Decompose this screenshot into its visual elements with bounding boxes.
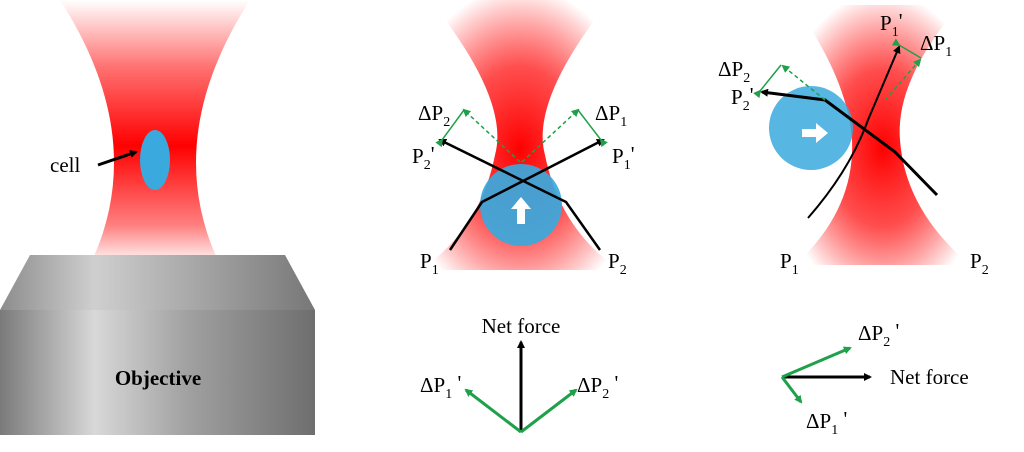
ray-p1 [448,138,605,251]
dashed-p1-original [521,108,580,163]
laser-beam [795,5,970,265]
force-dp2-arrow [781,346,852,379]
label-dp1: ΔP1 [920,31,952,60]
label-dp2: ΔP2 [418,101,450,130]
panel-3-lateral-force: ΔP2 ΔP1 P2' P1' P1 P2 Net force ΔP2 ' ΔP… [718,5,989,438]
label-p2: P2 [970,249,989,278]
label-p2-prime: P2' [412,142,434,173]
delta-p1-arrow [577,109,608,148]
label-p1-prime: P1' [880,9,902,40]
label-p2-prime: P2' [731,83,753,114]
force-dp2-arrow [520,388,578,434]
net-force-label: Net force [482,314,561,338]
force-dp1-arrow [780,376,803,404]
cell-label: cell [50,153,80,177]
force-dp1-arrow [464,388,522,434]
force-dp2-label: ΔP2 ' [858,319,899,350]
force-dp1-label: ΔP1 ' [806,407,847,438]
up-arrow-icon [511,197,531,224]
label-p2: P2 [608,249,627,278]
force-dp1-label: ΔP1 ' [420,371,461,402]
dashed-p2-original [462,108,521,163]
ray-p2 [438,138,602,251]
panel-1-setup: cell Objective [0,0,315,435]
objective-body [0,310,315,435]
laser-beam [420,0,620,270]
cell-pointer-arrow [97,150,138,167]
objective-label: Objective [115,366,201,390]
delta-p2-arrow [753,64,782,99]
label-p1-prime: P1' [612,142,634,173]
panel-2-axial-force: ΔP2 ΔP1 P2' P1' P1 P2 Net force ΔP1 ' ΔP… [412,0,634,434]
force-dp2-label: ΔP2 ' [577,371,618,402]
delta-p1-arrow [891,38,922,59]
label-dp1: ΔP1 [595,101,627,130]
ray-p2 [760,88,939,197]
dashed-p1-original [884,58,922,101]
dashed-p2-original [781,64,826,101]
cell [140,130,170,190]
label-dp2: ΔP2 [718,57,750,86]
objective-top [0,255,315,310]
label-p1: P1 [420,249,439,278]
label-p1: P1 [780,249,799,278]
right-arrow-icon [802,123,828,143]
ray-p1 [807,45,901,219]
delta-p2-arrow [435,109,465,148]
net-force-label: Net force [890,365,969,389]
